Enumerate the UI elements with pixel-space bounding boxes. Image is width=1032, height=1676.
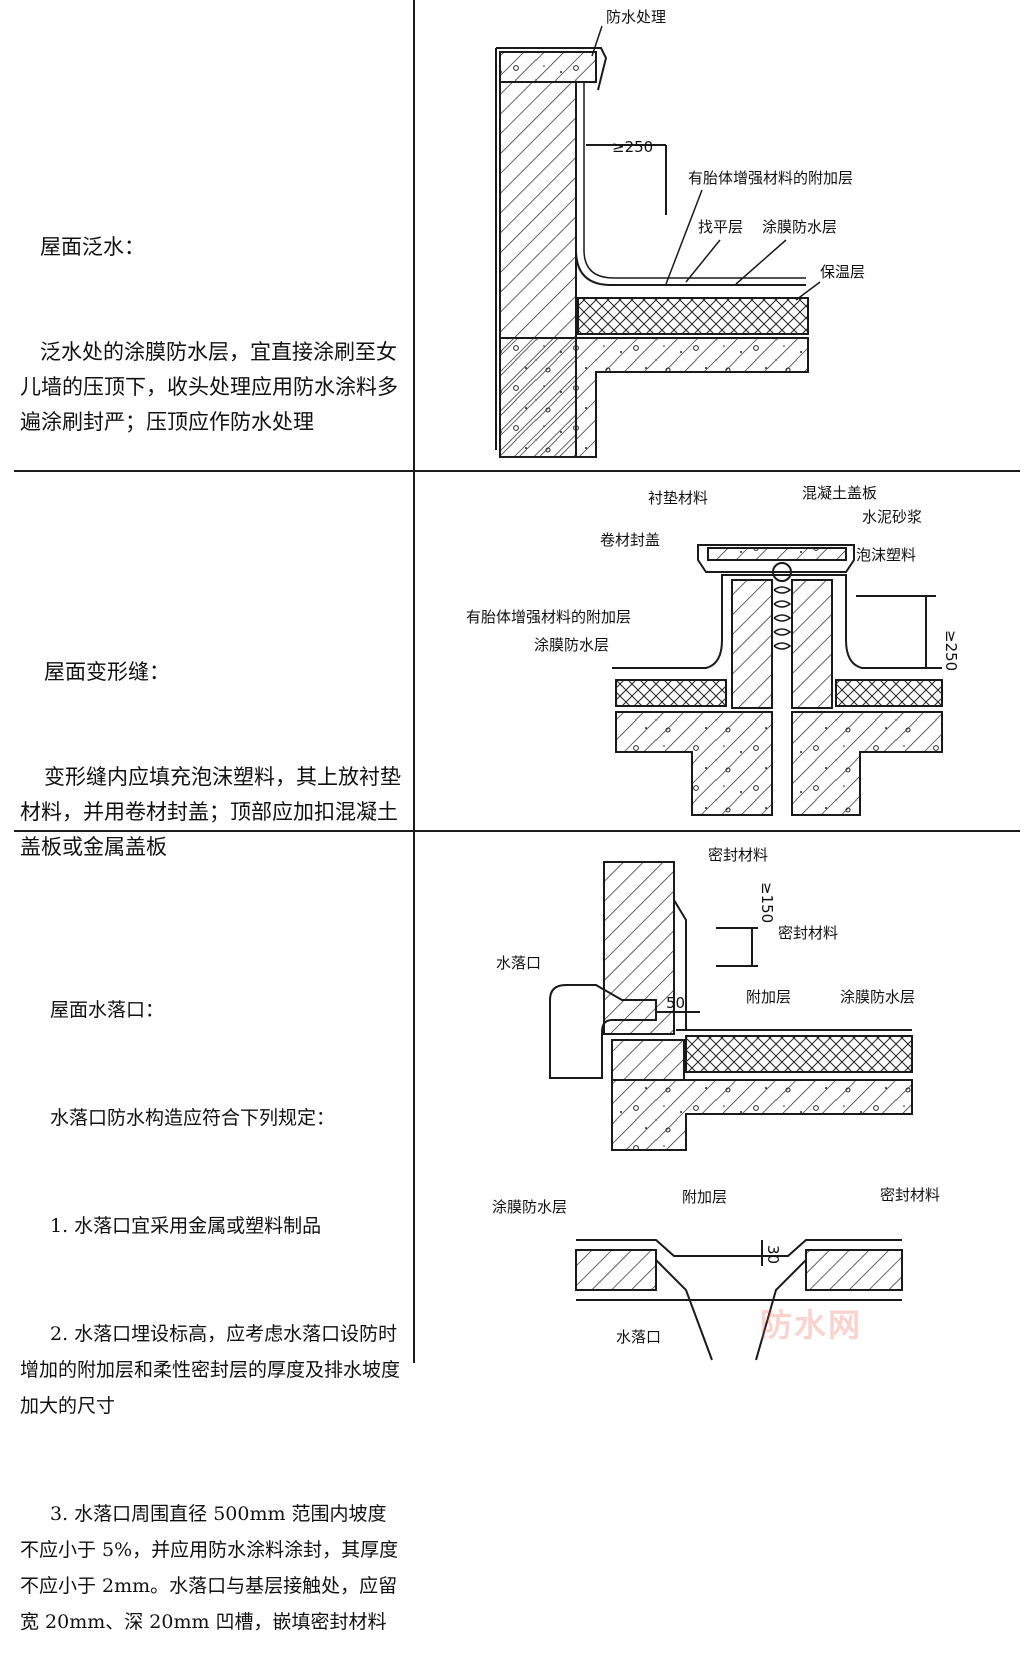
roof-drain-detail-diagram xyxy=(575,1239,903,1361)
label-extra-layer-b: 附加层 xyxy=(682,1188,727,1206)
label-dim-250: ≥250 xyxy=(942,630,960,671)
roof-drain-diagram xyxy=(549,861,913,1151)
column-divider xyxy=(413,0,415,1363)
label-top-treatment: 防水处理 xyxy=(606,8,666,26)
row-divider-1 xyxy=(14,470,1020,472)
roof-drain-text: 屋面水落口： 水落口防水构造应符合下列规定： 1. 水落口宜采用金属或塑料制品 … xyxy=(20,920,405,1676)
label-seal-b: 密封材料 xyxy=(880,1186,940,1204)
label-extra-layer: 附加层 xyxy=(746,988,791,1006)
roof-drain-labels: 密封材料 ≥150 密封材料 水落口 50 附加层 涂膜防水层 xyxy=(496,846,915,1012)
label-dim-50: 50 xyxy=(666,994,685,1012)
label-roll-cover: 卷材封盖 xyxy=(600,531,660,549)
coping-coating xyxy=(496,47,608,91)
label-pad: 衬垫材料 xyxy=(648,489,708,507)
parapet-flashing-diagram xyxy=(495,47,809,458)
right-insulation xyxy=(835,679,943,707)
right-funnel xyxy=(755,1259,807,1361)
right-upstand xyxy=(791,579,833,709)
roof-drain-line-3: 2. 水落口埋设标高，应考虑水落口设防时增加的附加层和柔性密封层的厚度及排水坡度… xyxy=(20,1323,401,1417)
left-funnel xyxy=(655,1259,713,1361)
label-foam: 泡沫塑料 xyxy=(856,546,916,564)
roof-drain-title: 屋面水落口： xyxy=(50,999,165,1021)
watermark-logo: 防水网 xyxy=(760,1306,863,1344)
roof-slab xyxy=(611,1079,913,1151)
label-insulation: 保温层 xyxy=(820,263,865,281)
label-seal-mid: 密封材料 xyxy=(778,924,838,942)
label-membrane: 涂膜防水层 xyxy=(840,988,915,1006)
expansion-joint-title: 屋面变形缝： xyxy=(44,660,170,684)
label-dim-250: ≥250 xyxy=(612,138,653,156)
seal-flashing xyxy=(673,899,687,1030)
expansion-joint-body: 变形缝内应填充泡沫塑料，其上放衬垫材料，并用卷材封盖；顶部应加扣混凝土盖板或金属… xyxy=(20,765,401,859)
left-slab xyxy=(615,711,773,816)
expansion-joint-text: 屋面变形缝： 变形缝内应填充泡沫塑料，其上放衬垫材料，并用卷材封盖；顶部应加扣混… xyxy=(20,585,405,900)
roof-drain-line-4: 3. 水落口周围直径 500mm 范围内坡度不应小于 5%，并应用防水涂料涂封，… xyxy=(20,1503,399,1633)
label-cover-slab: 混凝土盖板 xyxy=(802,484,877,502)
roof-slab xyxy=(499,337,809,458)
row-divider-2 xyxy=(14,830,1020,832)
parapet-flashing-text: 屋面泛水： 泛水处的涂膜防水层，宜直接涂刷至女儿墙的压顶下，收头处理应用防水涂料… xyxy=(20,160,405,475)
construction-drawings: 防水处理 ≥250 有胎体增强材料的附加层 找平层 涂膜防水层 保温层 xyxy=(466,8,960,1361)
roof-drain-line-1: 水落口防水构造应符合下列规定： xyxy=(50,1107,336,1129)
label-dim-150: ≥150 xyxy=(758,882,776,923)
membrane-line xyxy=(575,82,806,286)
drain-wall xyxy=(603,861,675,1035)
parapet-flashing-title: 屋面泛水： xyxy=(40,235,145,259)
right-slab xyxy=(791,711,943,816)
expansion-joint-labels: 衬垫材料 混凝土盖板 水泥砂浆 卷材封盖 泡沫塑料 有胎体增强材料的附加层 涂膜… xyxy=(466,484,960,671)
left-insulation xyxy=(615,679,727,707)
left-upstand xyxy=(731,579,773,709)
parapet-flashing-body: 泛水处的涂膜防水层，宜直接涂刷至女儿墙的压顶下，收头处理应用防水涂料多遍涂刷封严… xyxy=(20,340,398,434)
insulation-layer xyxy=(577,297,809,335)
cover-slab xyxy=(707,547,847,561)
roof-drain-line-2: 1. 水落口宜采用金属或塑料制品 xyxy=(50,1215,322,1237)
coping-slab xyxy=(499,51,597,83)
membrane-line xyxy=(612,574,942,669)
label-seal-top: 密封材料 xyxy=(708,846,768,864)
cap-cover xyxy=(697,544,855,573)
label-reinforce: 有胎体增强材料的附加层 xyxy=(466,608,631,626)
label-membrane: 涂膜防水层 xyxy=(762,218,837,236)
label-outlet: 水落口 xyxy=(496,954,541,972)
label-mortar: 水泥砂浆 xyxy=(862,508,922,526)
membrane-line-b xyxy=(576,1239,902,1257)
label-outlet-b: 水落口 xyxy=(616,1328,661,1346)
foam-fill xyxy=(772,562,792,650)
label-membrane-b: 涂膜防水层 xyxy=(492,1198,567,1216)
drain-outlet xyxy=(549,984,657,1079)
insulation-layer xyxy=(685,1035,913,1073)
label-reinforce: 有胎体增强材料的附加层 xyxy=(688,169,853,187)
parapet-flashing-labels: 防水处理 ≥250 有胎体增强材料的附加层 找平层 涂膜防水层 保温层 xyxy=(591,8,865,301)
expansion-joint-diagram xyxy=(612,544,943,816)
label-leveling: 找平层 xyxy=(698,218,743,236)
label-membrane: 涂膜防水层 xyxy=(534,636,609,654)
label-dim-30: 30 xyxy=(764,1245,782,1264)
roof-drain-detail-labels: 涂膜防水层 附加层 密封材料 30 水落口 xyxy=(492,1186,940,1346)
